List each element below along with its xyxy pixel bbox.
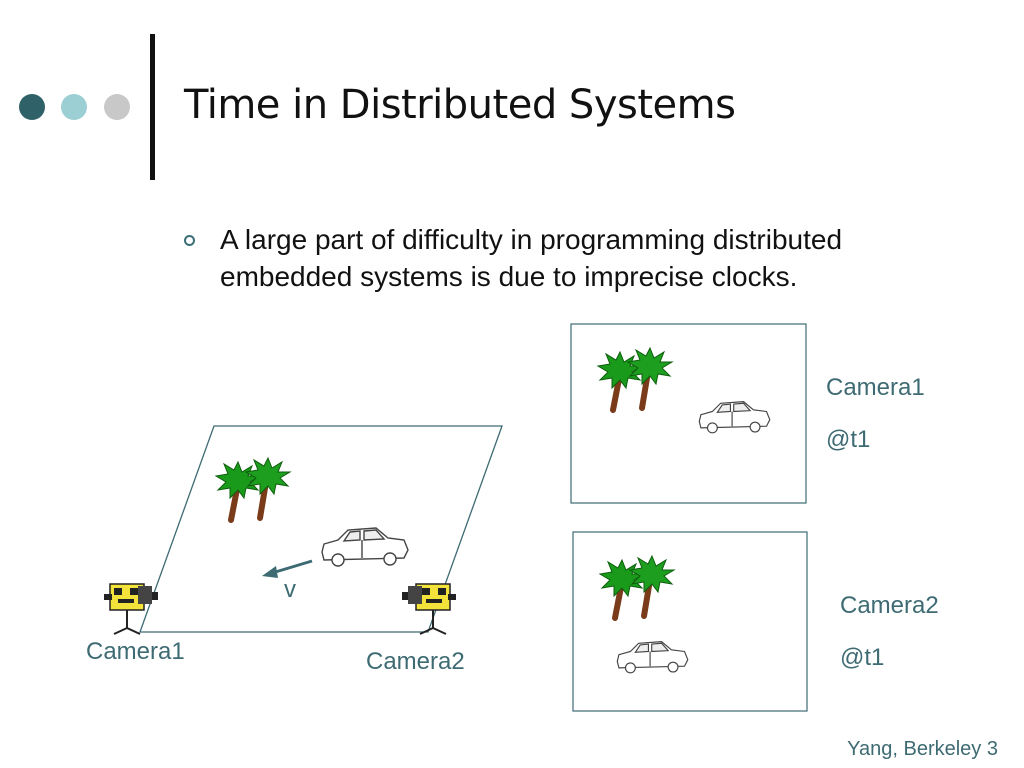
camera2-label: Camera2 — [366, 648, 465, 676]
velocity-label: v — [284, 576, 296, 604]
camera1-label: Camera1 — [86, 638, 185, 666]
camera1-view-frame — [571, 324, 806, 503]
camera2-view-frame — [573, 532, 807, 711]
view1-time-label: @t1 — [826, 426, 870, 454]
view1-car — [699, 402, 770, 433]
car — [322, 528, 408, 566]
camera2-icon — [402, 584, 456, 634]
view2-car — [617, 642, 688, 673]
velocity-arrow — [262, 566, 278, 578]
view2-time-label: @t1 — [840, 644, 884, 672]
view1-camera-label: Camera1 — [826, 374, 925, 402]
trees — [216, 458, 290, 520]
slide-footer: Yang, Berkeley 3 — [847, 738, 998, 761]
view2-camera-label: Camera2 — [840, 592, 939, 620]
view1-trees — [598, 348, 672, 410]
camera1-icon — [104, 584, 158, 634]
view2-trees — [600, 556, 674, 618]
